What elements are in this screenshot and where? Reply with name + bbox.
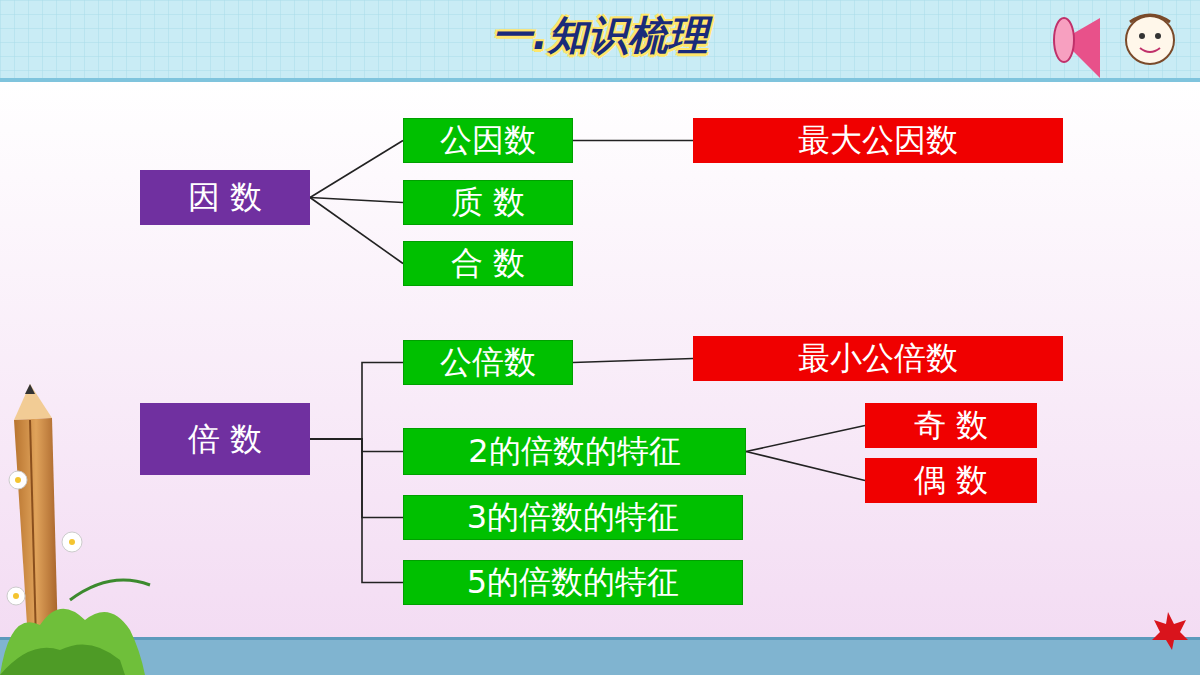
connector-line <box>746 452 865 481</box>
node-label: 质 数 <box>451 183 525 221</box>
root-concept: 倍 数 <box>140 403 310 475</box>
result-box: 偶 数 <box>865 458 1037 503</box>
node-label: 5的倍数的特征 <box>467 563 679 601</box>
node-label: 2的倍数的特征 <box>468 432 680 470</box>
connector-line <box>746 426 865 452</box>
node-label: 最小公倍数 <box>798 339 958 377</box>
connector-line <box>310 141 403 198</box>
maple-leaf <box>1152 612 1188 650</box>
connector-line <box>310 439 403 452</box>
connector-line <box>310 439 403 583</box>
connector-line <box>573 140 693 142</box>
node-label: 最大公因数 <box>798 121 958 159</box>
result-box: 奇 数 <box>865 403 1037 448</box>
connector-line <box>310 198 403 264</box>
node-label: 偶 数 <box>914 461 988 499</box>
connector-line <box>310 363 403 440</box>
connector-line <box>310 439 403 518</box>
node-label: 合 数 <box>451 244 525 282</box>
sub-concept: 合 数 <box>403 241 573 286</box>
sub-concept: 5的倍数的特征 <box>403 560 743 605</box>
root-concept: 因 数 <box>140 170 310 225</box>
node-label: 奇 数 <box>914 406 988 444</box>
page-title: 一.知识梳理 <box>0 8 1200 63</box>
flower-decoration <box>0 471 150 675</box>
sub-concept: 公因数 <box>403 118 573 163</box>
sub-concept: 2的倍数的特征 <box>403 428 746 475</box>
node-label: 因 数 <box>188 178 262 216</box>
node-label: 倍 数 <box>188 420 262 458</box>
sub-concept: 3的倍数的特征 <box>403 495 743 540</box>
node-label: 公因数 <box>440 121 536 159</box>
node-label: 公倍数 <box>440 343 536 381</box>
connector-line <box>310 198 403 203</box>
result-box: 最大公因数 <box>693 118 1063 163</box>
connector-line <box>573 359 693 363</box>
sub-concept: 公倍数 <box>403 340 573 385</box>
sub-concept: 质 数 <box>403 180 573 225</box>
node-label: 3的倍数的特征 <box>467 498 679 536</box>
result-box: 最小公倍数 <box>693 336 1063 381</box>
megaphone-mascot <box>1054 15 1174 78</box>
